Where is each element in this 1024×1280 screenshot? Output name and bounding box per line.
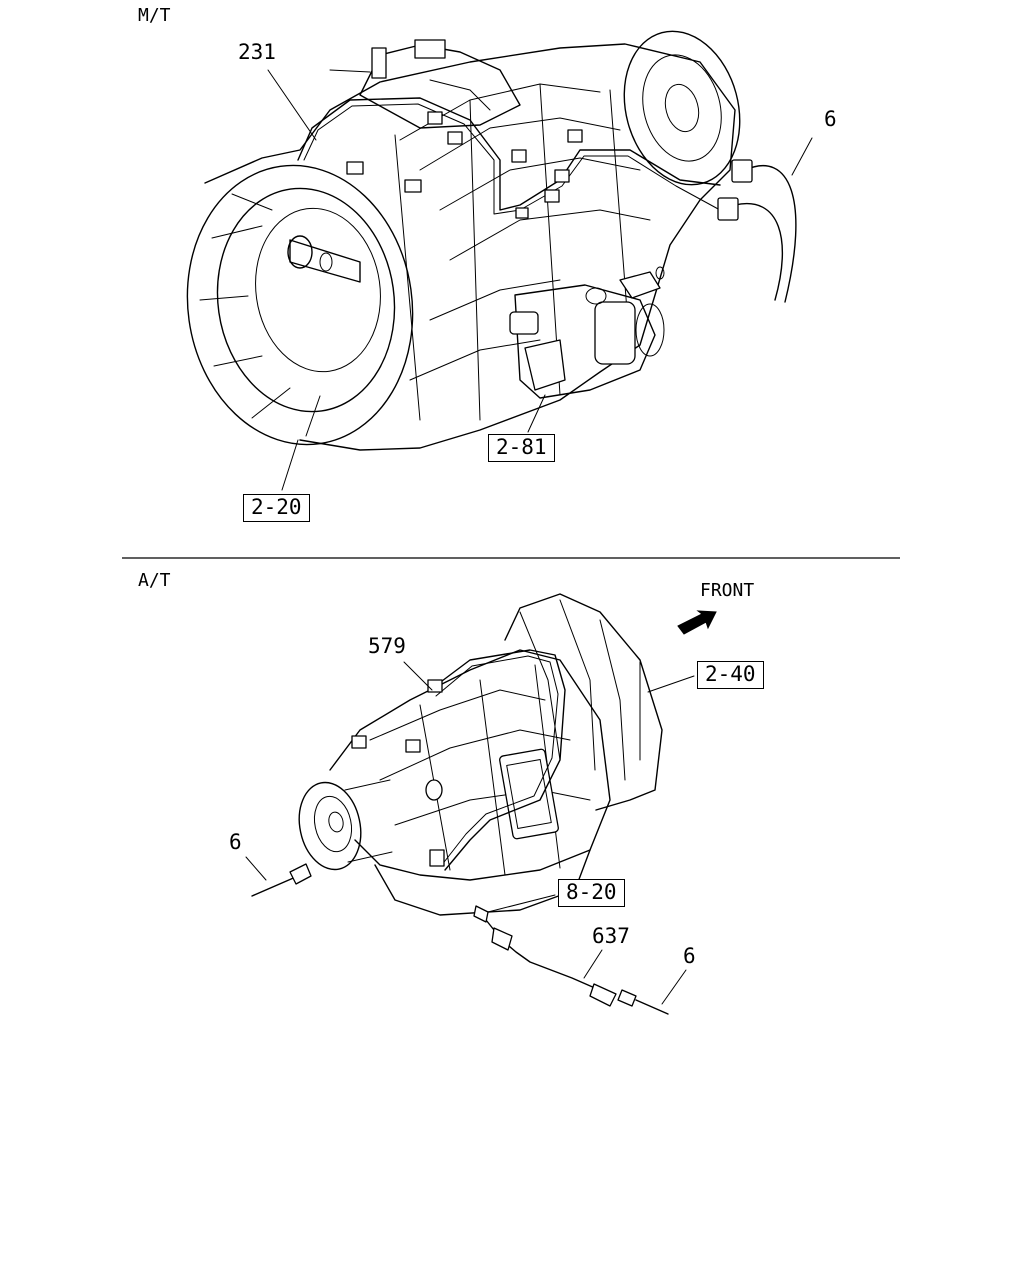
at-transmission-drawing (298, 593, 663, 916)
at-cable-6-left (251, 863, 312, 897)
at-callout-housing: 2-40 (697, 661, 764, 689)
mt-transmission-drawing (186, 30, 741, 451)
at-callout-cable-right: 6 (683, 944, 696, 968)
mt-callout-cable: 6 (824, 107, 837, 131)
mt-callout-housing: 2-20 (243, 494, 310, 522)
at-callout-sensor: 8-20 (558, 879, 625, 907)
mt-section-title: M/T (138, 5, 171, 26)
at-front-label: FRONT (700, 580, 755, 601)
mt-callout-harness: 231 (238, 40, 276, 64)
at-callout-connector-harness: 637 (592, 924, 630, 948)
at-leader-lines (245, 661, 695, 1005)
at-wire-harness-579 (351, 649, 566, 871)
mt-leader-lines (267, 69, 813, 491)
mt-callout-pto: 2-81 (488, 434, 555, 462)
at-callout-harness: 579 (368, 634, 406, 658)
at-speed-sensor-and-harness-637 (473, 905, 669, 1015)
mt-wire-harness-231 (297, 97, 721, 219)
front-arrow-icon (677, 610, 717, 635)
mt-cable-6 (717, 159, 797, 303)
at-callout-cable-left: 6 (229, 830, 242, 854)
at-section-title: A/T (138, 570, 171, 591)
